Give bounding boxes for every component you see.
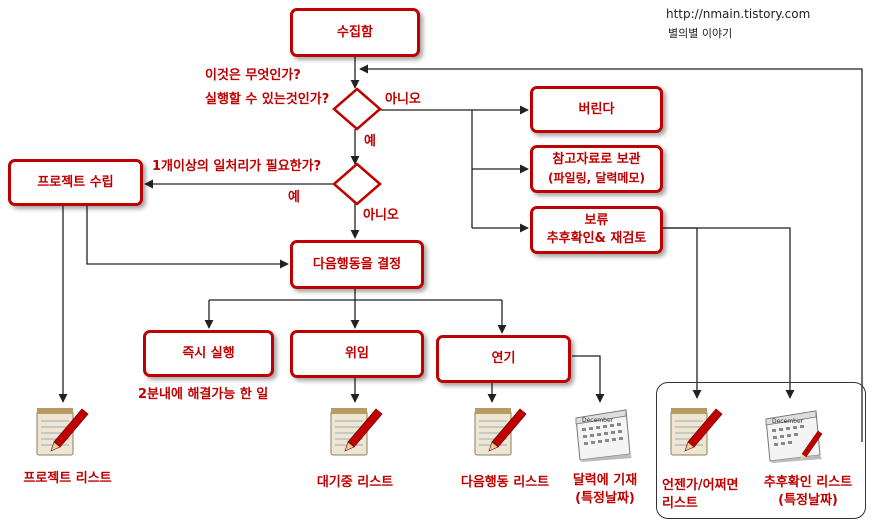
- next-action-box[interactable]: 다음행동을 결정: [290, 240, 424, 289]
- arrow-to-someday-list: [662, 227, 702, 399]
- site-subtitle: 별의별 이야기: [668, 27, 733, 40]
- decision-diamond-actionable: [332, 87, 382, 131]
- svg-text:December: December: [772, 418, 804, 425]
- question-what-is-it: 이것은 무엇인가?: [205, 68, 301, 83]
- arrow-to-calendar: [572, 355, 605, 403]
- notepad-pencil-icon: [36, 408, 89, 456]
- notepad-pencil-icon: [474, 408, 527, 456]
- desk-calendar-icon: December: [575, 409, 632, 462]
- arrow-feedback-to-decision1: [359, 64, 863, 442]
- next-action-list-caption: 다음행동 리스트: [460, 475, 550, 490]
- answer-no-actionable: 아니오: [385, 92, 421, 107]
- decision-diamond-multistep: [332, 162, 382, 206]
- answer-yes-actionable: 예: [364, 134, 376, 149]
- notepad-pencil-icon: [670, 408, 723, 456]
- project-list-caption: 프로젝트 리스트: [23, 471, 112, 486]
- calendar-caption: 달력에 기재 (특정날짜): [572, 473, 638, 506]
- do-now-box[interactable]: 즉시 실행: [143, 330, 274, 377]
- reference-box[interactable]: 참고자료로 보관 (파일링, 달력메모): [530, 145, 663, 193]
- svg-text:December: December: [582, 417, 614, 424]
- someday-list-caption: 언젠가/어쩌면 리스트: [662, 478, 739, 511]
- tickler-list-caption: 추후확인 리스트 (특정날짜): [763, 475, 853, 508]
- answer-no-multistep: 아니오: [363, 208, 399, 223]
- defer-box[interactable]: 연기: [436, 335, 571, 383]
- waiting-list-caption: 대기중 리스트: [316, 475, 394, 490]
- question-multistep: 1개이상의 일처리가 필요한가?: [152, 159, 322, 174]
- hold-box[interactable]: 보류 추후확인& 재검토: [530, 206, 663, 254]
- arrow-to-tickler-list: [662, 227, 795, 399]
- calendar-pencil-icon: December: [765, 410, 823, 463]
- trash-box[interactable]: 버린다: [530, 86, 663, 133]
- arrow-project-to-next-action: [86, 206, 289, 269]
- notepad-pencil-icon: [330, 408, 383, 456]
- two-minute-rule-caption: 2분내에 해결가능 한 일: [138, 387, 269, 402]
- project-box[interactable]: 프로젝트 수립: [8, 159, 143, 206]
- site-url: http://nmain.tistory.com: [666, 7, 811, 21]
- hold-lists-group: [656, 382, 866, 519]
- collect-box[interactable]: 수집함: [290, 8, 420, 57]
- delegate-box[interactable]: 위임: [290, 330, 424, 378]
- question-actionable: 실행할 수 있는것인가?: [205, 92, 330, 107]
- answer-yes-multistep: 예: [288, 190, 300, 205]
